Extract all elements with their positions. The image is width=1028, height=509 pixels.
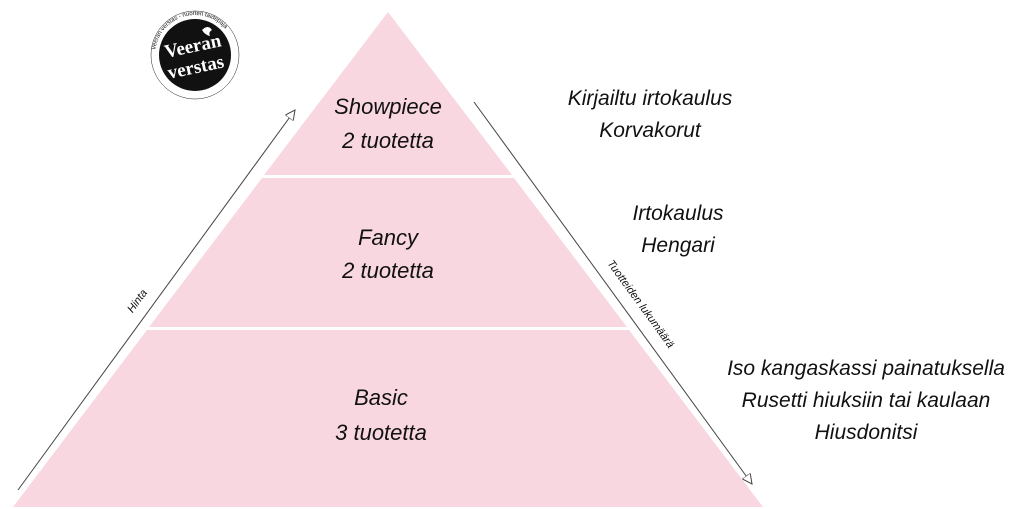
price-axis-arrow xyxy=(17,110,295,491)
product-item: Rusetti hiuksiin tai kaulaan xyxy=(741,389,991,412)
tier-showpiece-shape xyxy=(264,12,512,175)
showpiece-products: Kirjailtu irtokaulus Korvakorut xyxy=(530,83,770,147)
product-item: Iso kangaskassi painatuksella xyxy=(727,357,1005,380)
tier-basic-count: 3 tuotetta xyxy=(335,420,427,445)
quantity-axis-arrow xyxy=(473,101,752,484)
tier-showpiece-count: 2 tuotetta xyxy=(341,128,434,153)
product-item: Hiusdonitsi xyxy=(814,421,918,444)
product-item: Hengari xyxy=(641,234,715,257)
tier-fancy-name: Fancy xyxy=(358,225,420,250)
tier-basic-shape xyxy=(13,330,763,507)
product-item: Kirjailtu irtokaulus xyxy=(567,87,733,110)
tier-basic-name: Basic xyxy=(354,385,408,410)
tier-fancy-count: 2 tuotetta xyxy=(341,258,434,283)
price-axis-label: Hinta xyxy=(125,287,150,315)
tier-showpiece-name: Showpiece xyxy=(334,94,442,119)
fancy-products: Irtokaulus Hengari xyxy=(578,198,778,262)
product-item: Irtokaulus xyxy=(632,202,724,225)
logo-splash-icon xyxy=(202,27,212,36)
product-item: Korvakorut xyxy=(599,119,701,142)
tier-fancy-shape xyxy=(149,178,627,327)
veeran-verstas-logo: Veeran verstas - nuorten taidepaja Veera… xyxy=(150,10,240,100)
basic-products: Iso kangaskassi painatuksella Rusetti hi… xyxy=(706,353,1026,449)
